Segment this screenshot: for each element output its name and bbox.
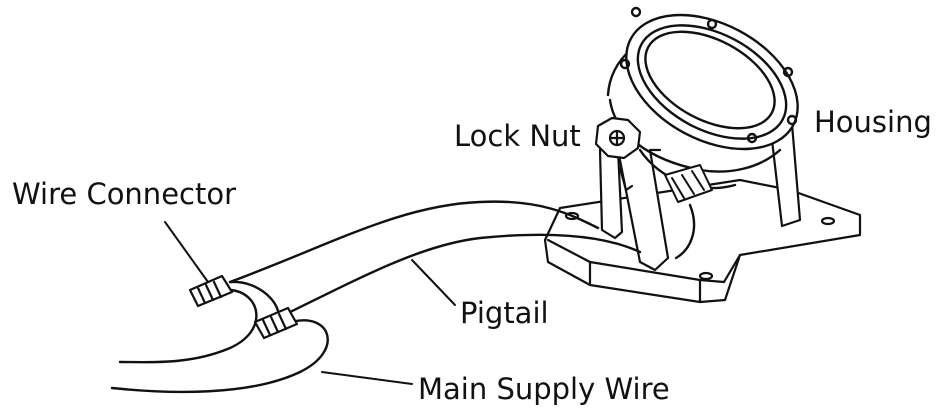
main-supply-leader-line xyxy=(321,371,413,385)
pigtail-wires xyxy=(228,200,696,320)
lock-nut-label: Lock Nut xyxy=(454,119,581,153)
housing xyxy=(606,6,799,190)
pigtail-label: Pigtail xyxy=(460,296,549,330)
wire-connector-leader-line xyxy=(164,221,209,283)
cable-gland xyxy=(664,164,713,203)
pigtail-leader-line xyxy=(411,259,456,306)
wire-connector-lower xyxy=(253,306,299,340)
main-supply-wires xyxy=(110,280,329,394)
lock-nut xyxy=(594,116,642,160)
wire-connector-label: Wire Connector xyxy=(12,177,237,211)
wire-connector-upper xyxy=(188,274,234,308)
main-supply-wire-label: Main Supply Wire xyxy=(418,372,670,406)
base-plate xyxy=(543,178,862,304)
housing-label: Housing xyxy=(814,105,932,139)
